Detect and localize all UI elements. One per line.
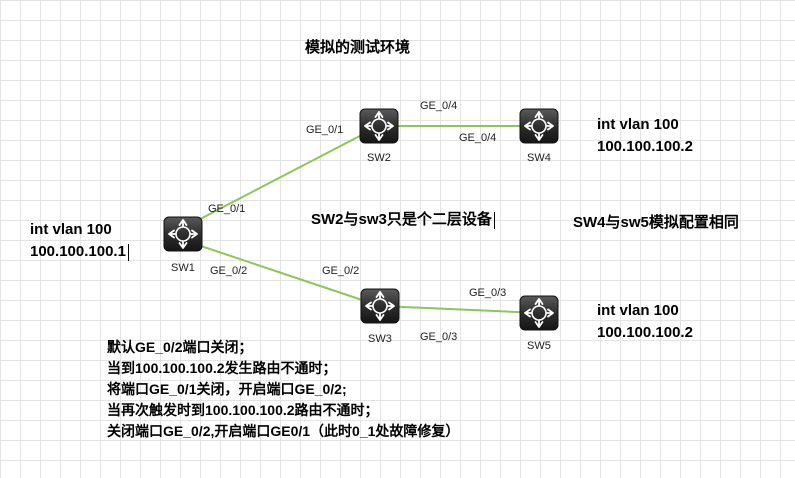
sw1-config-line-1: int vlan 100 <box>30 221 112 238</box>
note-line-5: 关闭端口GE_0/2,开启端口GE0/1（此时0_1处故障修复） <box>107 423 460 439</box>
port-label-sw4-ge04: GE_0/4 <box>459 132 497 144</box>
note-line-4: 当再次触发时到100.100.100.2路由不通时； <box>107 402 379 418</box>
switch-sw3-icon[interactable] <box>360 288 400 324</box>
switch-sw5-icon[interactable] <box>519 295 559 331</box>
sw5-config-line-2: 100.100.100.2 <box>597 324 693 341</box>
text-cursor <box>127 243 129 261</box>
port-label-sw1-ge01: GE_0/1 <box>208 203 246 215</box>
failover-notes: 默认GE_0/2端口关闭； 当到100.100.100.2发生路由不通时； 将端… <box>107 337 459 442</box>
port-label-sw1-ge02: GE_0/2 <box>210 265 248 277</box>
diagram-title: 模拟的测试环境 <box>305 38 411 56</box>
switch-sw2-icon[interactable] <box>359 108 399 144</box>
port-label-sw2-ge04: GE_0/4 <box>420 100 458 112</box>
link-sw1-sw2 <box>182 125 380 229</box>
sw4-config: int vlan 100 100.100.100.2 <box>597 114 693 158</box>
switch-sw4-icon[interactable] <box>519 108 559 144</box>
sw1-ip: 100.100.100.1 <box>30 243 126 260</box>
port-label-sw3-ge02: GE_0/2 <box>322 265 360 277</box>
note-line-3: 将端口GE_0/1关闭，开启端口GE_0/2; <box>107 381 347 397</box>
sw5-config-line-1: int vlan 100 <box>597 302 679 319</box>
layer2-note: SW2与sw3只是个二层设备 <box>311 208 495 229</box>
link-sw3-sw5 <box>379 305 540 314</box>
note-line-1: 默认GE_0/2端口关闭； <box>107 339 253 355</box>
text-cursor <box>493 211 495 229</box>
link-sw1-sw3 <box>182 239 381 307</box>
port-label-sw2-ge01: GE_0/1 <box>306 124 344 136</box>
note-line-2: 当到100.100.100.2发生路由不通时； <box>107 360 337 376</box>
port-label-sw5-ge03: GE_0/3 <box>469 287 507 299</box>
switch-label-sw1: SW1 <box>171 262 195 274</box>
sw5-config: int vlan 100 100.100.100.2 <box>597 300 693 344</box>
sw4-config-line-1: int vlan 100 <box>597 116 679 133</box>
switch-label-sw2: SW2 <box>367 152 391 164</box>
switch-sw1-icon[interactable] <box>163 216 203 252</box>
switch-label-sw3: SW3 <box>368 333 392 345</box>
switch-label-sw5: SW5 <box>527 340 551 352</box>
port-label-sw3-ge03: GE_0/3 <box>420 331 458 343</box>
sw1-config: int vlan 100 100.100.100.1 <box>30 219 129 263</box>
switch-label-sw4: SW4 <box>527 152 551 164</box>
same-config-note: SW4与sw5模拟配置相同 <box>573 214 739 231</box>
layer2-note-text: SW2与sw3只是个二层设备 <box>311 211 492 228</box>
sw1-config-line-2: 100.100.100.1 <box>30 241 129 263</box>
sw4-config-line-2: 100.100.100.2 <box>597 138 693 155</box>
